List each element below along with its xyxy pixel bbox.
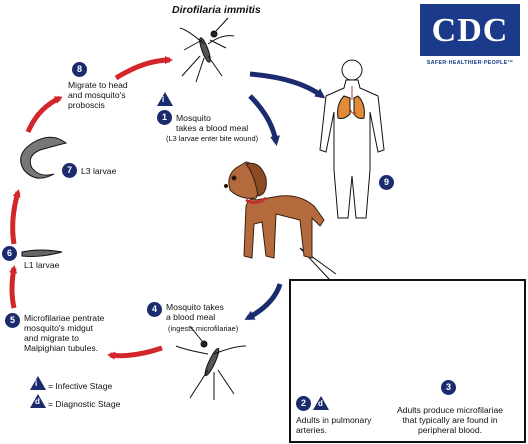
step-4-label: Mosquito takes a blood meal [166, 302, 224, 322]
l3-larva-illustration [20, 136, 68, 179]
arrow-8-to-1 [114, 56, 173, 81]
step-1-note: (L3 larvae enter bite wound) [166, 134, 259, 143]
arrow-dog-to-4 [244, 283, 283, 321]
arrow-7-to-8 [25, 95, 63, 134]
step-5-badge: 5 [5, 313, 20, 328]
arrow-4-to-5 [107, 345, 163, 360]
step-4-note: (ingests microfilariae) [168, 324, 239, 333]
cdc-logo-box: CDC [420, 4, 520, 56]
infective-stage-marker: i [157, 92, 173, 106]
legend-infective-symbol: i [30, 376, 46, 390]
step-9-badge: 9 [379, 175, 394, 190]
step-8-label: Migrate to head and mosquito's proboscis [68, 80, 128, 110]
cdc-logo: CDC SAFER·HEALTHIER·PEOPLE™ [420, 4, 520, 70]
diagnostic-stage-marker: d [313, 396, 329, 410]
mosquito-top-illustration [179, 17, 235, 83]
cdc-logo-tagline: SAFER·HEALTHIER·PEOPLE™ [426, 60, 514, 66]
diagram-title: Dirofilaria immitis [172, 4, 261, 16]
l1-larva-illustration [21, 249, 63, 257]
cdc-logo-text: CDC [431, 12, 509, 49]
step-3-label: Adults produce microfilariae that typica… [396, 405, 504, 435]
step-2-label: Adults in pulmonary arteries. [296, 415, 372, 435]
legend-infective-text: = Infective Stage [48, 381, 113, 391]
step-4-badge: 4 [147, 302, 162, 317]
step-5-label: Microfilariae pentrate mosquito's midgut… [24, 313, 105, 353]
step-8-badge: 8 [72, 62, 87, 77]
arrow-1-to-dog [248, 94, 280, 146]
arrow-6-to-7 [10, 189, 21, 245]
step-2-badge: 2 [296, 396, 311, 411]
human-illustration [319, 59, 385, 219]
step-1-label: Mosquito takes a blood meal [176, 113, 249, 133]
legend-diagnostic-symbol: d [30, 394, 46, 408]
step-1-badge: 1 [157, 110, 172, 125]
arrow-1-to-human [249, 71, 326, 99]
step-6-badge: 6 [2, 246, 17, 261]
step-7-label: L3 larvae [81, 166, 117, 176]
step-7-badge: 7 [62, 163, 77, 178]
dog-illustration [223, 161, 325, 259]
mosquito-bottom-illustration [175, 325, 247, 400]
step-3-badge: 3 [441, 380, 456, 395]
heart-inset-panel [289, 279, 526, 443]
legend-diagnostic-text: = Diagnostic Stage [48, 399, 121, 409]
step-6-label: L1 larvae [24, 260, 60, 270]
arrow-5-to-6 [9, 265, 18, 309]
